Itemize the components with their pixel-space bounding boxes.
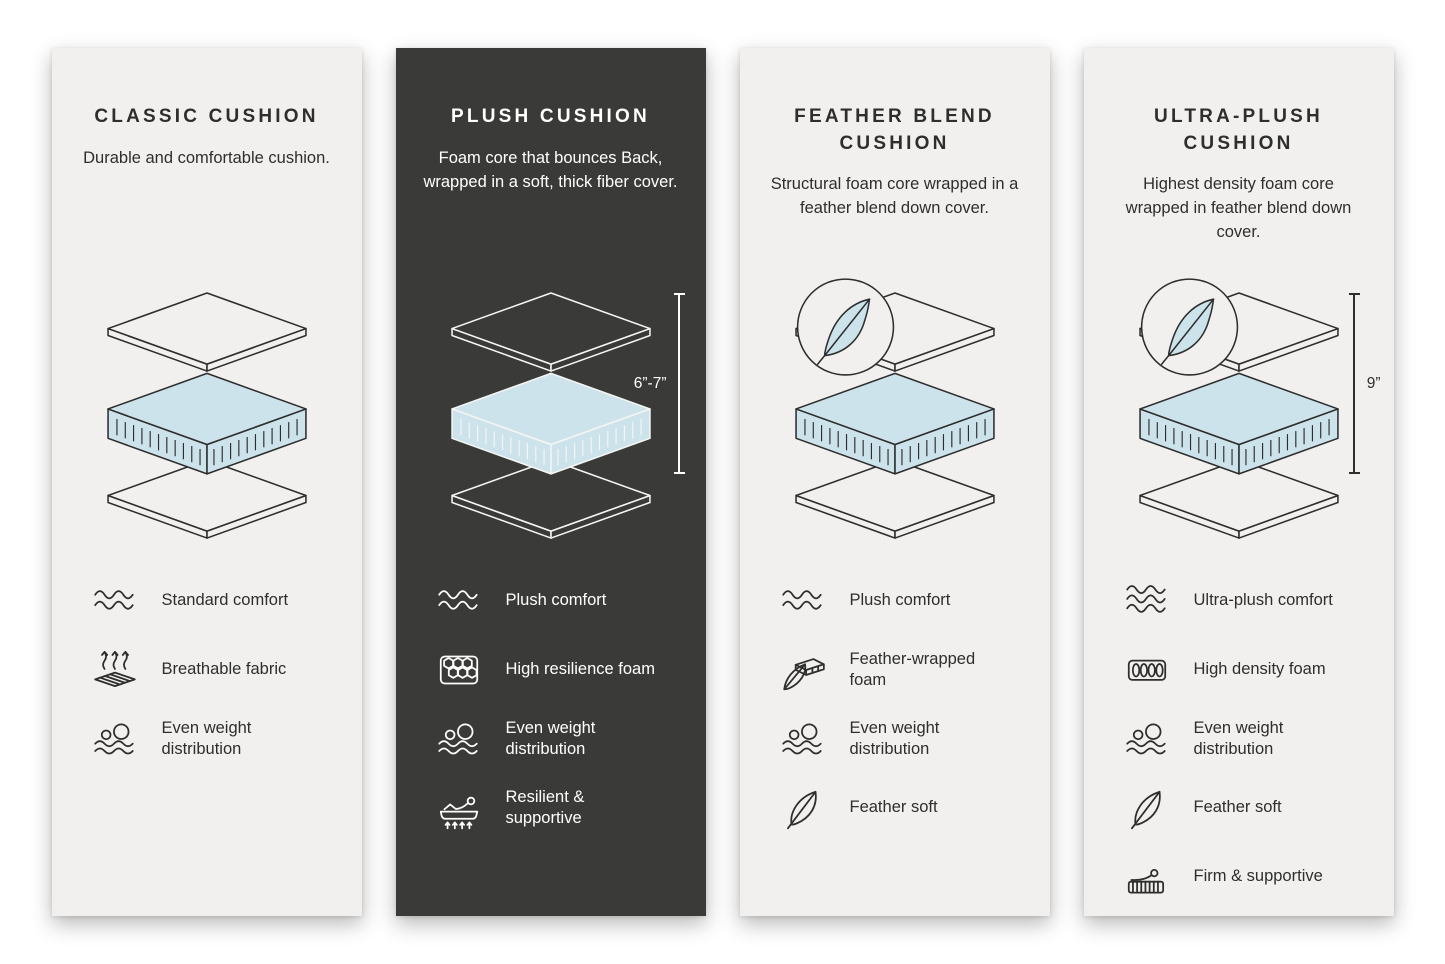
feature-label: Even weight distribution xyxy=(161,718,252,758)
feature-list: Plush comfort High resilience foam Even … xyxy=(434,576,668,833)
feature-item: Even weight distribution xyxy=(434,714,668,764)
feature-list: Standard comfort Breathable fabric Even … xyxy=(90,576,324,764)
measurement-line xyxy=(673,293,685,474)
panel-description: Foam core that bounces Back, wrapped in … xyxy=(423,148,678,191)
even-weight-icon xyxy=(434,714,484,764)
feature-label: Breathable fabric xyxy=(161,660,287,679)
panel-description: Durable and comfortable cushion. xyxy=(83,148,330,167)
measurement-bar xyxy=(1353,295,1355,472)
feature-item: High density foam xyxy=(1122,645,1356,695)
feature-list: Ultra-plush comfort High density foam Ev… xyxy=(1122,576,1356,902)
panel-title: ULTRA-PLUSH CUSHION xyxy=(1154,106,1323,154)
cushion-layers-illustration xyxy=(765,276,1025,548)
panel-header: PLUSH CUSHION Foam core that bounces Bac… xyxy=(423,104,679,276)
measurement-label: 6”-7” xyxy=(633,374,667,392)
honeycomb-icon xyxy=(434,645,484,695)
waves3-icon xyxy=(1122,576,1172,626)
feature-item: High resilience foam xyxy=(434,645,668,695)
feature-item: Ultra-plush comfort xyxy=(1122,576,1356,626)
cushion-panel-ultra-plush: ULTRA-PLUSH CUSHION Highest density foam… xyxy=(1083,48,1394,916)
feature-label: High resilience foam xyxy=(505,660,655,679)
feature-label: Plush comfort xyxy=(505,591,607,610)
feature-item: Firm & supportive xyxy=(1122,852,1356,902)
measurement-label: 9” xyxy=(1366,374,1381,392)
panel-title: PLUSH CUSHION xyxy=(451,106,650,127)
waves-icon xyxy=(90,576,140,626)
cushion-panel-classic: CLASSIC CUSHION Durable and comfortable … xyxy=(51,48,362,916)
even-weight-icon xyxy=(778,714,828,764)
cushion-layers-drawing xyxy=(450,292,651,539)
feather-icon xyxy=(1122,783,1172,833)
feature-item: Plush comfort xyxy=(778,576,1012,626)
even-weight-icon xyxy=(90,714,140,764)
feature-label: Standard comfort xyxy=(161,591,289,610)
measurement-cap-bottom xyxy=(673,472,685,474)
feature-item: Even weight distribution xyxy=(778,714,1012,764)
panels-row: CLASSIC CUSHION Durable and comfortable … xyxy=(0,48,1445,916)
measurement-bar xyxy=(678,295,680,472)
measurement-cap-top xyxy=(673,293,685,295)
feature-label: Even weight distribution xyxy=(505,718,596,758)
feature-label: Ultra-plush comfort xyxy=(1193,591,1333,610)
cushion-layers-illustration: 6”-7” xyxy=(421,276,685,548)
feature-item: Even weight distribution xyxy=(90,714,324,764)
feature-item: Standard comfort xyxy=(90,576,324,626)
feather-foam-icon xyxy=(778,645,828,695)
height-measurement: 6”-7” xyxy=(634,293,685,474)
feature-item: Breathable fabric xyxy=(90,645,324,695)
waves-icon xyxy=(778,576,828,626)
cushion-layers-drawing xyxy=(106,292,307,539)
feature-label: Resilient & supportive xyxy=(505,787,585,827)
measurement-cap-bottom xyxy=(1348,472,1360,474)
cushion-layers-illustration xyxy=(77,276,337,548)
cushion-panel-feather-blend: FEATHER BLEND CUSHION Structural foam co… xyxy=(739,48,1050,916)
feature-item: Feather soft xyxy=(778,783,1012,833)
breathable-icon xyxy=(90,645,140,695)
feature-label: Feather soft xyxy=(1193,798,1282,817)
panel-header: FEATHER BLEND CUSHION Structural foam co… xyxy=(767,104,1023,276)
cushion-panel-plush: PLUSH CUSHION Foam core that bounces Bac… xyxy=(395,48,706,916)
feature-list: Plush comfort Feather-wrapped foam Even … xyxy=(778,576,1012,833)
panel-description: Highest density foam core wrapped in fea… xyxy=(1125,175,1352,242)
feature-label: High density foam xyxy=(1193,660,1326,679)
feature-item: Feather-wrapped foam xyxy=(778,645,1012,695)
firm-icon xyxy=(1122,852,1172,902)
feature-label: Even weight distribution xyxy=(849,718,940,758)
cushion-layers-illustration: 9” xyxy=(1109,276,1381,548)
measurement-cap-top xyxy=(1348,293,1360,295)
feature-label: Feather soft xyxy=(849,798,938,817)
feature-label: Plush comfort xyxy=(849,591,951,610)
panel-title: CLASSIC CUSHION xyxy=(94,106,319,127)
measurement-line xyxy=(1348,293,1360,474)
panel-title: FEATHER BLEND CUSHION xyxy=(794,106,995,154)
cushion-layers-drawing xyxy=(1138,278,1339,539)
panel-header: CLASSIC CUSHION Durable and comfortable … xyxy=(83,104,330,276)
feature-item: Resilient & supportive xyxy=(434,783,668,833)
feature-label: Feather-wrapped foam xyxy=(849,649,976,689)
feature-item: Feather soft xyxy=(1122,783,1356,833)
feature-label: Even weight distribution xyxy=(1193,718,1284,758)
feature-item: Plush comfort xyxy=(434,576,668,626)
height-measurement: 9” xyxy=(1348,293,1381,474)
resilient-icon xyxy=(434,783,484,833)
feature-item: Even weight distribution xyxy=(1122,714,1356,764)
feature-label: Firm & supportive xyxy=(1193,867,1323,886)
waves-icon xyxy=(434,576,484,626)
density-foam-icon xyxy=(1122,645,1172,695)
even-weight-icon xyxy=(1122,714,1172,764)
feather-icon xyxy=(778,783,828,833)
panel-header: ULTRA-PLUSH CUSHION Highest density foam… xyxy=(1111,104,1367,276)
cushion-layers-drawing xyxy=(794,278,995,539)
panel-description: Structural foam core wrapped in a feathe… xyxy=(770,175,1019,218)
